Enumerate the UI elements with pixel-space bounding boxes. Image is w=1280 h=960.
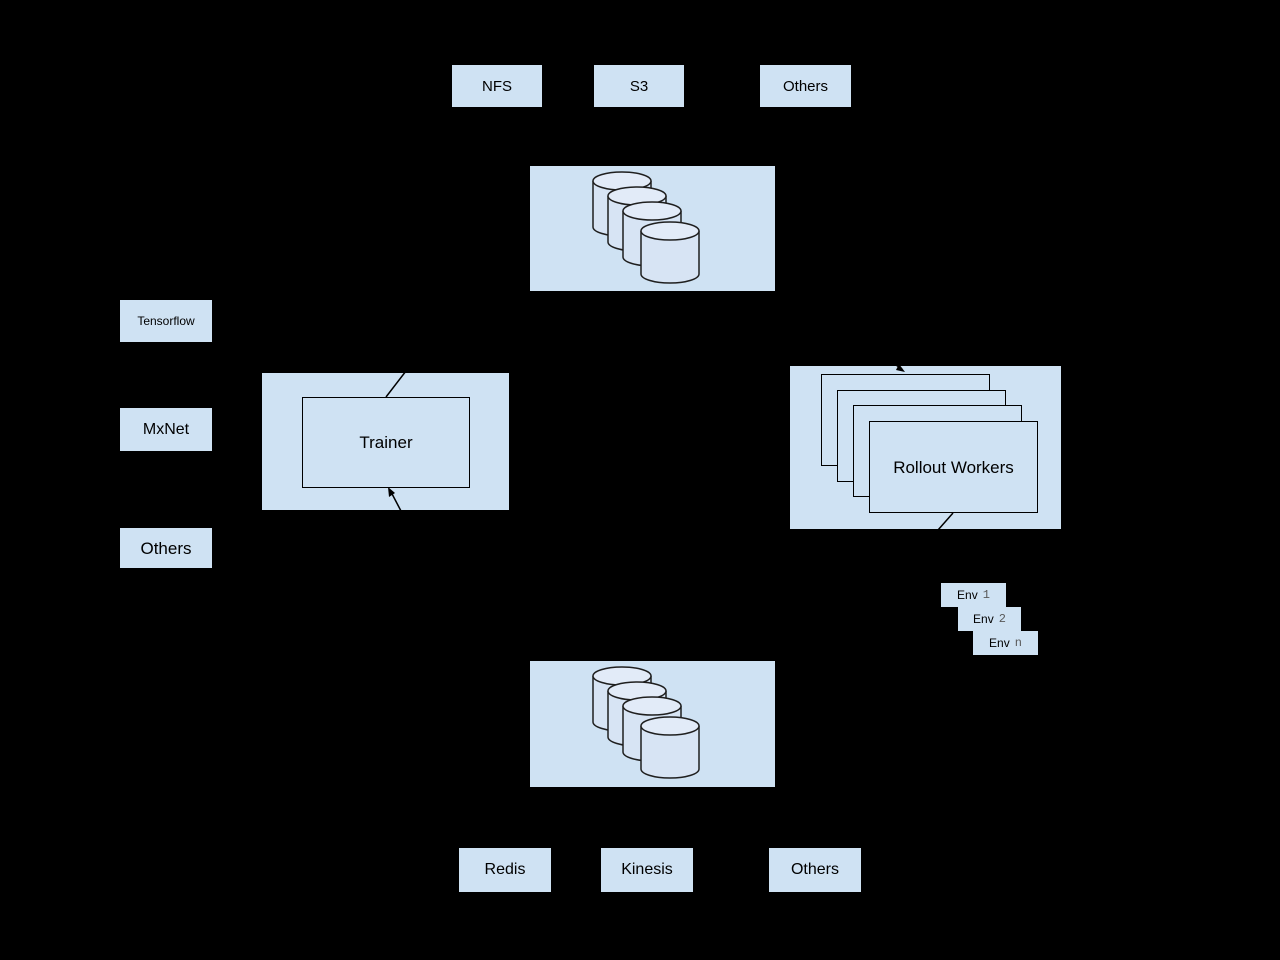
node-env-n: Env n <box>973 631 1038 655</box>
rollout-workers-label: Rollout Workers <box>893 457 1014 477</box>
env-1-label: Env <box>957 588 978 602</box>
env-2-index: 2 <box>998 612 1006 626</box>
database-cylinders-icon <box>592 666 700 779</box>
node-kinesis: Kinesis <box>601 848 693 892</box>
node-others-top-label: Others <box>782 77 828 95</box>
node-s3: S3 <box>594 65 684 107</box>
sample-storage-box <box>530 661 775 787</box>
env-1-index: 1 <box>982 588 990 602</box>
node-kinesis-label: Kinesis <box>621 861 673 878</box>
trainer-label: Trainer <box>359 433 413 452</box>
env-n-label: Env <box>989 636 1010 650</box>
node-others-frameworks: Others <box>120 528 212 568</box>
database-cylinders-icon <box>592 171 700 284</box>
rollout-worker-card-front: Rollout Workers <box>869 421 1038 513</box>
node-others-bottom-label: Others <box>790 861 839 878</box>
model-storage-box <box>530 166 775 291</box>
rollout-workers-container-box: Rollout Workers <box>790 366 1061 529</box>
node-env-2: Env 2 <box>958 607 1021 631</box>
node-others-frameworks-label: Others <box>140 538 192 558</box>
trainer-container-box: Trainer <box>262 373 509 510</box>
node-redis-label: Redis <box>484 861 526 878</box>
node-tensorflow: Tensorflow <box>120 300 212 342</box>
env-n-index: n <box>1014 636 1022 650</box>
node-mxnet-label: MxNet <box>142 420 190 438</box>
env-2-label: Env <box>973 612 994 626</box>
node-env-1: Env 1 <box>941 583 1006 607</box>
node-redis: Redis <box>459 848 551 892</box>
node-tensorflow-label: Tensorflow <box>137 314 195 328</box>
node-others-bottom: Others <box>769 848 861 892</box>
node-nfs: NFS <box>452 65 542 107</box>
node-nfs-label: NFS <box>482 77 512 95</box>
node-others-top: Others <box>760 65 851 107</box>
trainer-box: Trainer <box>302 397 470 488</box>
node-mxnet: MxNet <box>120 408 212 451</box>
node-s3-label: S3 <box>629 77 649 95</box>
